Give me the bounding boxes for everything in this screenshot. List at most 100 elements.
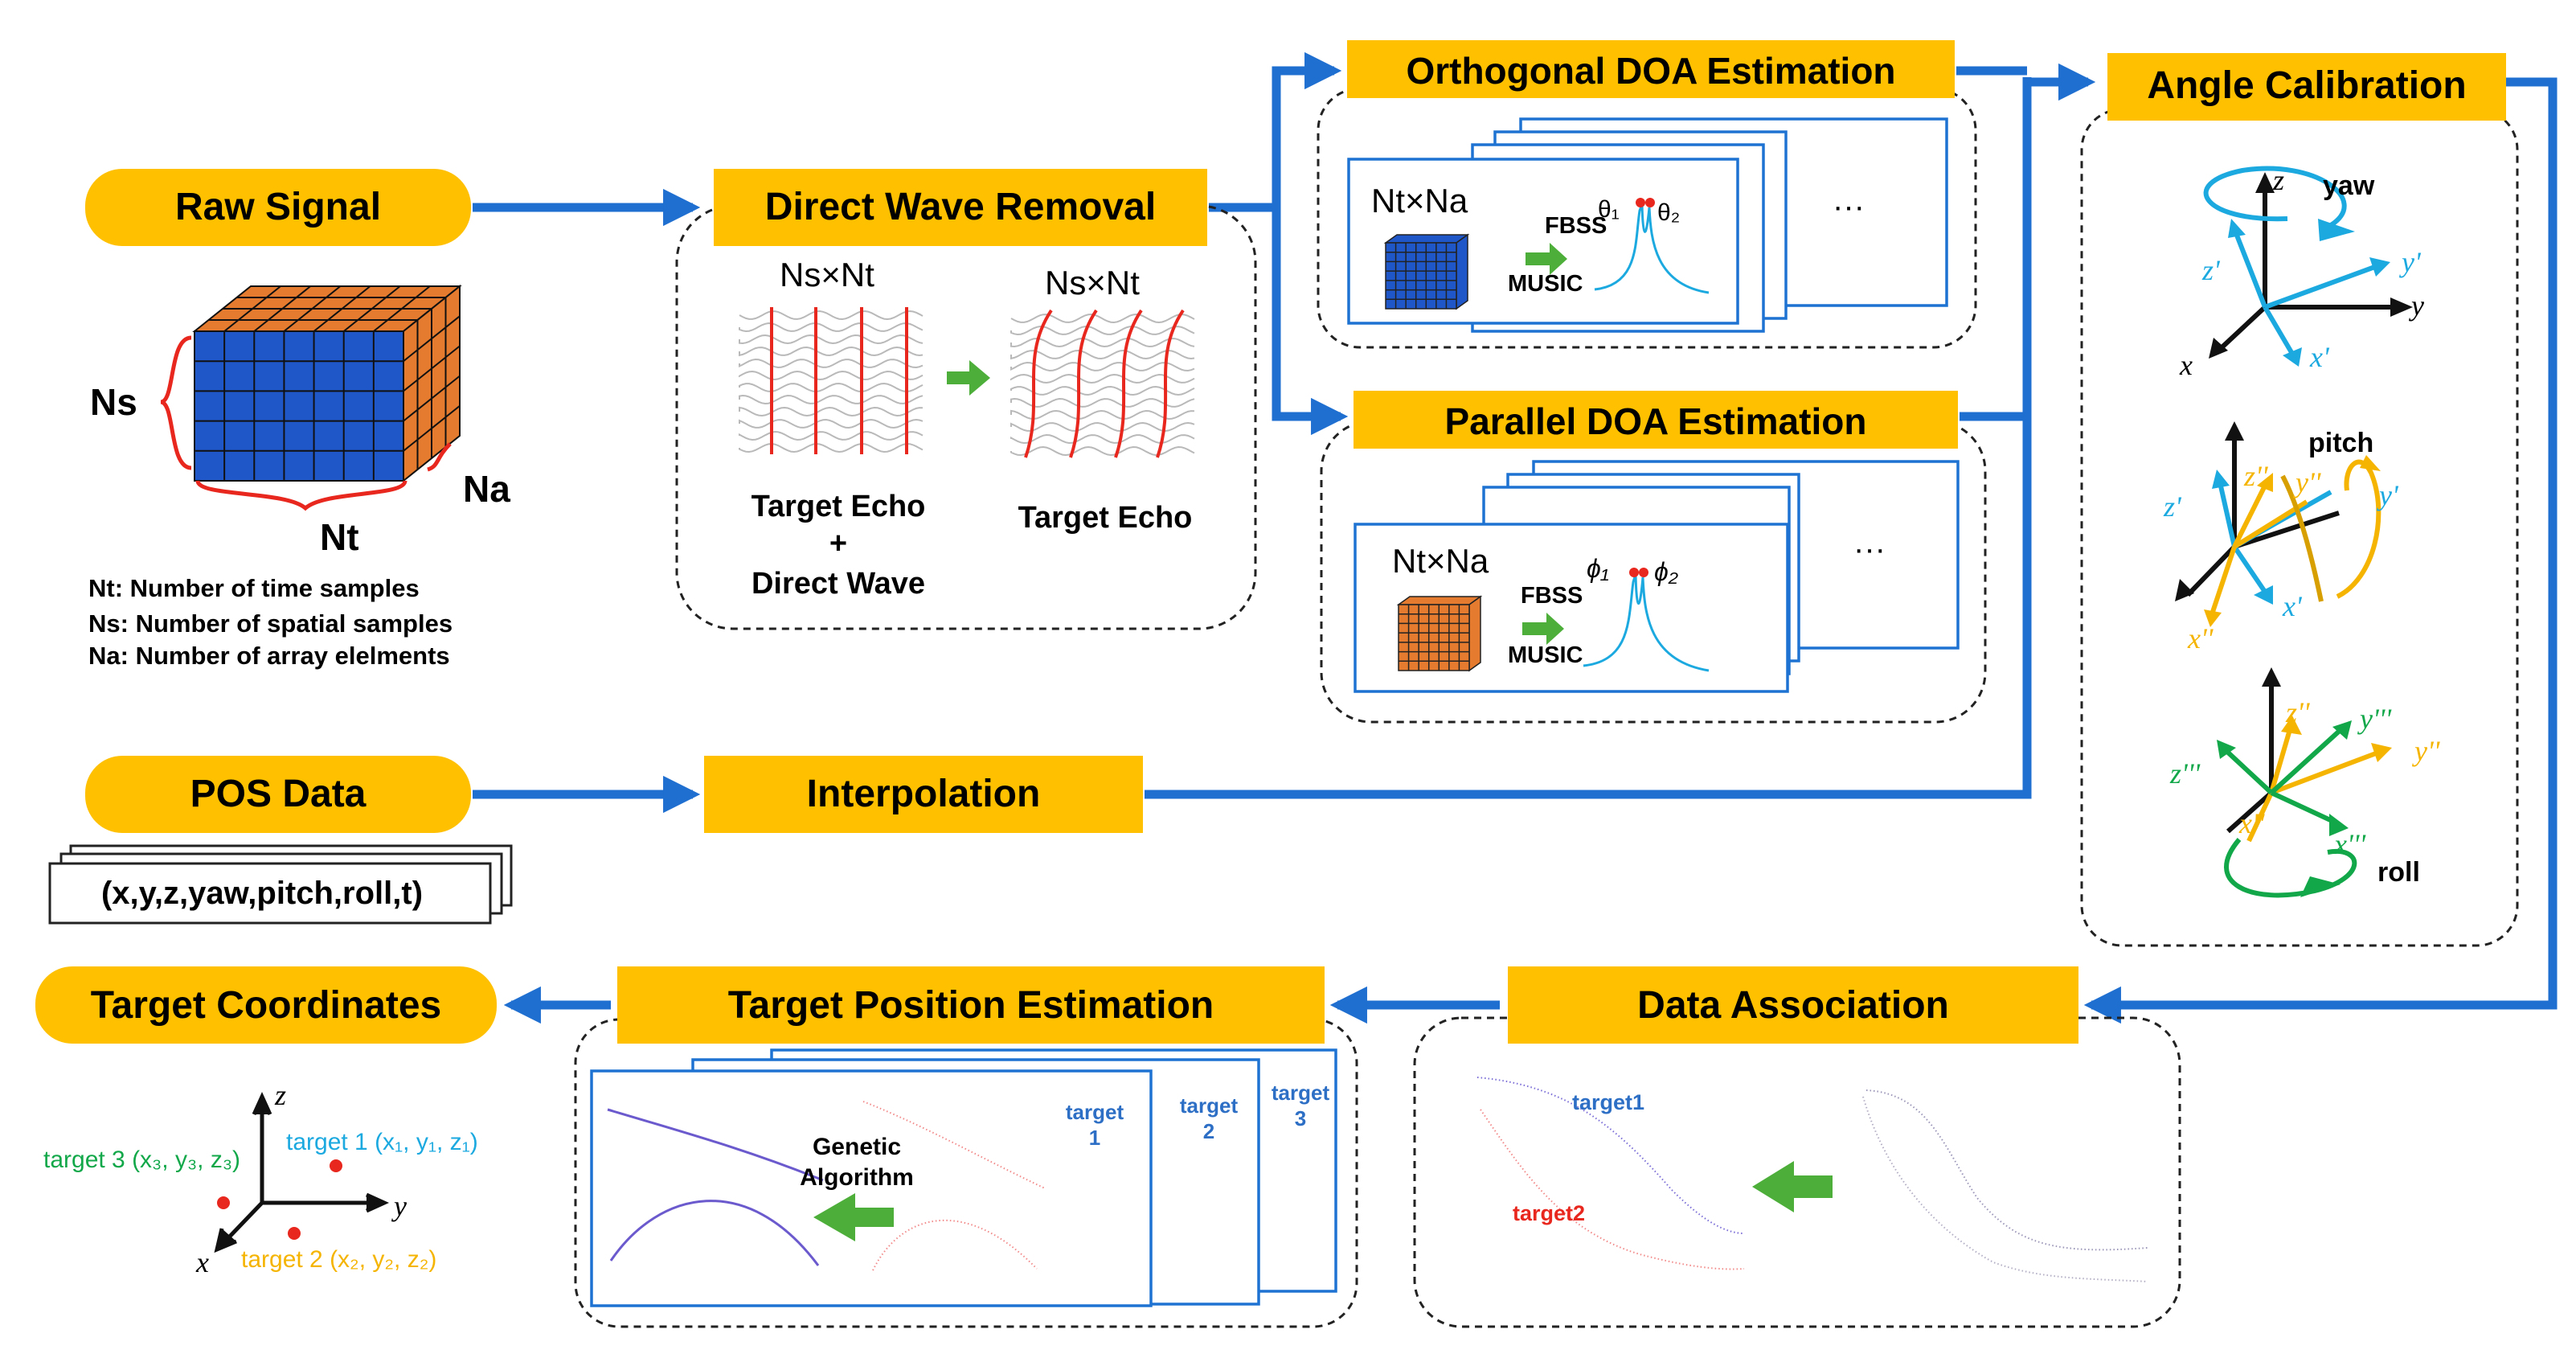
pos-record-text: (x,y,z,yaw,pitch,roll,t) — [101, 876, 423, 911]
pos-data-title: POS Data — [190, 773, 367, 815]
assoc-green-arrow — [1752, 1161, 1833, 1212]
direct-wave-box[interactable] — [714, 169, 1207, 246]
left-caption-3: Direct Wave — [752, 567, 925, 601]
data-association-box[interactable] — [1508, 966, 2078, 1044]
direct-wave-title: Direct Wave Removal — [765, 186, 1156, 228]
association-panel — [1413, 1016, 2181, 1328]
roll-ypp-label: y'' — [2412, 735, 2441, 767]
orth-peak-2 — [1645, 198, 1655, 207]
par-peak-1-label: ϕ₁ — [1587, 554, 1609, 583]
angle-calibration-box[interactable] — [2107, 53, 2506, 121]
legend-nt: Nt: Number of time samples — [88, 574, 420, 602]
arrow-angle-to-association — [2083, 77, 2558, 1024]
data-association-section: Data Association target1 target2 — [1413, 966, 2181, 1328]
na-label: Na — [463, 468, 510, 510]
pitch-diagram: pitch z' z'' y'' y' x'' x' — [2163, 421, 2399, 654]
ns-label: Ns — [90, 381, 137, 423]
orth-fbss: FBSS — [1545, 213, 1607, 239]
arrow-interp-to-merge — [1145, 77, 2032, 799]
data-association-title: Data Association — [1637, 984, 1949, 1027]
flow-arrows — [473, 51, 2558, 1024]
interpolation-box[interactable] — [704, 756, 1143, 833]
target-3-point — [217, 1196, 230, 1209]
pitch-zp-label: z' — [2163, 490, 2182, 523]
right-dim: Ns×Nt — [1045, 264, 1140, 302]
raw-signal-box[interactable] — [85, 169, 471, 246]
target-coordinates-title: Target Coordinates — [91, 984, 442, 1027]
yaw-diagram: z yaw y x z' y' x' — [2179, 164, 2424, 381]
roll-diagram: z'' y''' y'' z''' x'' x''' roll — [2169, 667, 2441, 898]
orth-peak-2-label: θ₂ — [1657, 199, 1680, 226]
assoc-track-2 — [1480, 1109, 1745, 1270]
na-brace — [427, 442, 452, 472]
frame-3-label-1: target — [1272, 1081, 1330, 1105]
target-position-title: Target Position Estimation — [728, 984, 1214, 1027]
direct-wave-green-arrow — [947, 360, 990, 396]
pitch-ypp-label: y'' — [2293, 466, 2322, 498]
right-caption: Target Echo — [1018, 501, 1193, 535]
frame-2-label-2: 2 — [1203, 1119, 1214, 1143]
arrow-direct-to-orthogonal — [1209, 51, 1342, 212]
pos-data-box[interactable] — [85, 756, 471, 833]
par-spectrum — [1583, 573, 1710, 672]
raw-signal-section: Raw Signal Ns Nt Na Nt: Number of time s… — [85, 169, 510, 670]
orth-ellipsis: ··· — [1833, 189, 1865, 224]
yaw-z-label: z — [2272, 164, 2284, 196]
orth-peak-1-label: θ₁ — [1598, 196, 1620, 223]
coord-x-label: x — [195, 1246, 209, 1278]
angle-calibration-section: Angle Calibration z yaw y — [2080, 53, 2519, 947]
orthogonal-box[interactable] — [1347, 40, 1955, 98]
par-mini-cube — [1396, 595, 1483, 672]
assoc-raw-track-a — [1865, 1089, 2148, 1251]
coord-z-label: z — [274, 1079, 286, 1111]
target-1-label: target 1 (x₁, y₁, z₁) — [286, 1129, 478, 1155]
position-green-arrow — [813, 1193, 894, 1241]
algorithm-label-2: Algorithm — [800, 1164, 914, 1191]
interpolation-title: Interpolation — [807, 773, 1041, 815]
angle-calibration-title: Angle Calibration — [2147, 64, 2466, 107]
roll-zppp-label: z''' — [2169, 757, 2201, 790]
pitch-yp-label: y' — [2377, 479, 2399, 511]
roll-yppp-label: y''' — [2357, 703, 2392, 735]
nt-brace — [195, 480, 407, 511]
target-coordinates-box[interactable] — [35, 966, 497, 1044]
target-2-point — [288, 1227, 301, 1240]
roll-label: roll — [2377, 857, 2420, 888]
yaw-y-label: y — [2409, 289, 2424, 322]
roll-xppp-label: x''' — [2333, 828, 2366, 860]
orth-green-arrow — [1526, 243, 1567, 275]
estimated-arc-track — [609, 1200, 820, 1266]
legend-na: Na: Number of array elelments — [88, 642, 450, 670]
assoc-raw-track-b — [1862, 1096, 2148, 1282]
yaw-zp-label: z' — [2201, 254, 2221, 286]
pos-record-front — [48, 862, 492, 925]
assoc-target2-label: target2 — [1513, 1201, 1585, 1225]
left-caption-1: Target Echo — [752, 490, 926, 523]
data-cube — [192, 284, 462, 483]
parallel-panel — [1320, 420, 1987, 724]
target-coordinates-section: Target Coordinates z y x target 1 (x₁, y… — [35, 966, 497, 1278]
parallel-box[interactable] — [1354, 391, 1958, 449]
par-peak-1 — [1629, 568, 1639, 577]
orth-mini-cube — [1383, 233, 1470, 310]
frame-2-label-1: target — [1180, 1093, 1239, 1118]
frame-1-label-1: target — [1066, 1100, 1124, 1124]
target-3-label: target 3 (x₃, y₃, z₃) — [43, 1147, 240, 1173]
coord-y-label: y — [391, 1190, 407, 1222]
target-2-label: target 2 (x₂, y₂, z₂) — [241, 1246, 436, 1273]
direct-wave-panel — [675, 204, 1257, 630]
legend-ns: Ns: Number of spatial samples — [88, 609, 453, 638]
par-fbss: FBSS — [1521, 583, 1583, 609]
roll-xpp-label: x'' — [2238, 807, 2266, 839]
ns-brace — [160, 335, 192, 470]
par-dim: Nt×Na — [1392, 542, 1489, 580]
pitch-label: pitch — [2308, 428, 2373, 458]
right-waves — [1010, 309, 1195, 458]
pos-section: POS Data (x,y,z,yaw,pitch,roll,t) — [48, 756, 513, 925]
par-green-arrow — [1522, 613, 1564, 645]
par-peak-2 — [1639, 568, 1648, 577]
target-position-box[interactable] — [617, 966, 1325, 1044]
roll-zpp-label: z'' — [2285, 696, 2311, 728]
orth-music: MUSIC — [1508, 271, 1583, 297]
